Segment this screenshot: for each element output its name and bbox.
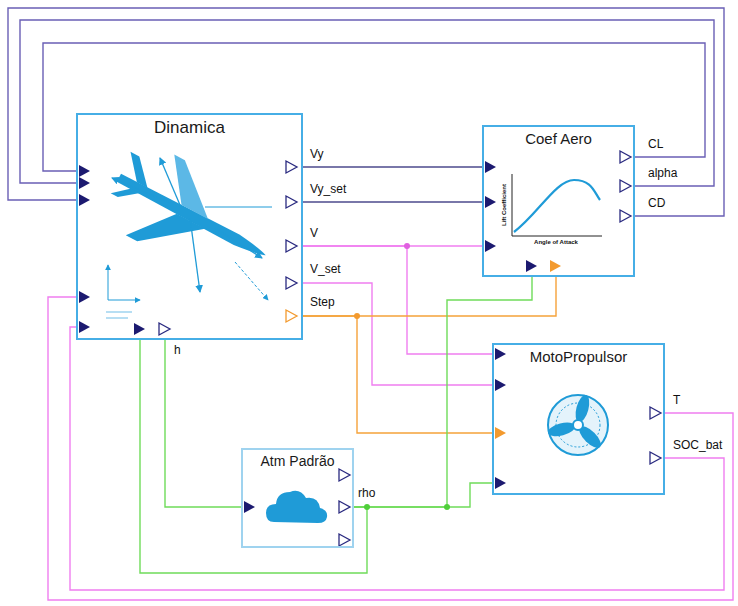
output-port [620,151,631,163]
airplane-figure [95,136,287,298]
block-title: Dinamica [154,115,225,138]
signal-wire [303,166,482,167]
junction-dot [444,504,450,510]
signal-name: CL [648,138,663,152]
signal-wire [303,277,556,316]
airplane-figure [108,300,140,301]
propulsion-block: MotoPropulsor [492,343,665,495]
airplane-figure [112,178,170,203]
airplane-figure [235,262,268,300]
signal-name: T [673,394,680,408]
output-port [286,161,297,173]
signal-name: alpha [648,167,677,181]
signal-name: SOC_bat [673,439,722,453]
propeller-icon [547,394,605,452]
airplane-figure [155,155,227,219]
signal-name: V [310,227,318,241]
signal-wire [8,8,724,216]
output-port [286,196,297,208]
propeller-icon [547,394,608,455]
signal-wire [43,43,705,171]
lift-curve-plot [512,174,602,236]
output-port [159,151,661,546]
output-port [159,323,170,335]
airplane-figure [95,136,287,318]
aero-coefficient-block: Coef Aero [482,125,635,277]
signal-wire [70,327,724,590]
signal-wire [165,340,241,507]
output-port [620,180,631,192]
airplane-figure [160,158,180,205]
signal-wire [48,297,733,600]
airplane-figure [126,197,205,266]
output-port [286,310,297,322]
signal-wire [20,20,714,186]
atmosphere-block: Atm Padrão [241,448,354,548]
signal-wire [354,277,532,507]
signal-wire [303,283,492,385]
signal-name: rho [358,487,375,501]
airplane-figure [106,317,128,319]
cloud-icon [266,491,327,523]
lift-curve-plot [512,236,602,237]
signal-wire [303,316,492,433]
axis-label: Lift Coefficient [501,184,508,226]
output-port [286,277,297,289]
junction-dot [404,243,410,249]
dynamics-block: Dinamica [76,113,303,340]
block-title: Coef Aero [525,127,592,147]
lift-curve-plot [514,180,600,232]
signal-name: h [174,344,181,358]
junction-dot [354,313,360,319]
airplane-figure [215,228,262,258]
output-port [339,534,350,546]
output-port [620,210,631,222]
signal-name: Vy_set [310,183,346,197]
propeller-icon [547,420,577,439]
propeller-icon [573,420,583,430]
signal-wire [303,201,482,202]
signal-name: Vy [310,148,324,162]
junction-dot [364,504,370,510]
block-title: Atm Padrão [261,450,335,469]
cloud-icon [266,491,327,523]
signal-name: CD [648,197,665,211]
airplane-figure [108,265,109,300]
axis-label: Angle of Attack [534,239,578,246]
airplane-figure [119,152,159,188]
lift-curve-plot [512,174,513,236]
signal-wire [140,340,367,573]
airplane-figure [190,218,200,292]
block-title: MotoPropulsor [530,345,628,365]
junction-dot [354,243,450,510]
signal-name: V_set [310,263,341,277]
output-port [650,407,661,419]
output-port [339,469,350,481]
signal-wire [354,483,492,507]
airplane-figure [106,311,132,313]
airplane-figure [205,207,272,208]
output-port [339,501,350,513]
output-port [286,240,297,252]
output-port [650,452,661,464]
airplane-figure [111,181,141,206]
signal-name: Step [310,296,335,310]
propeller-icon [573,394,592,424]
